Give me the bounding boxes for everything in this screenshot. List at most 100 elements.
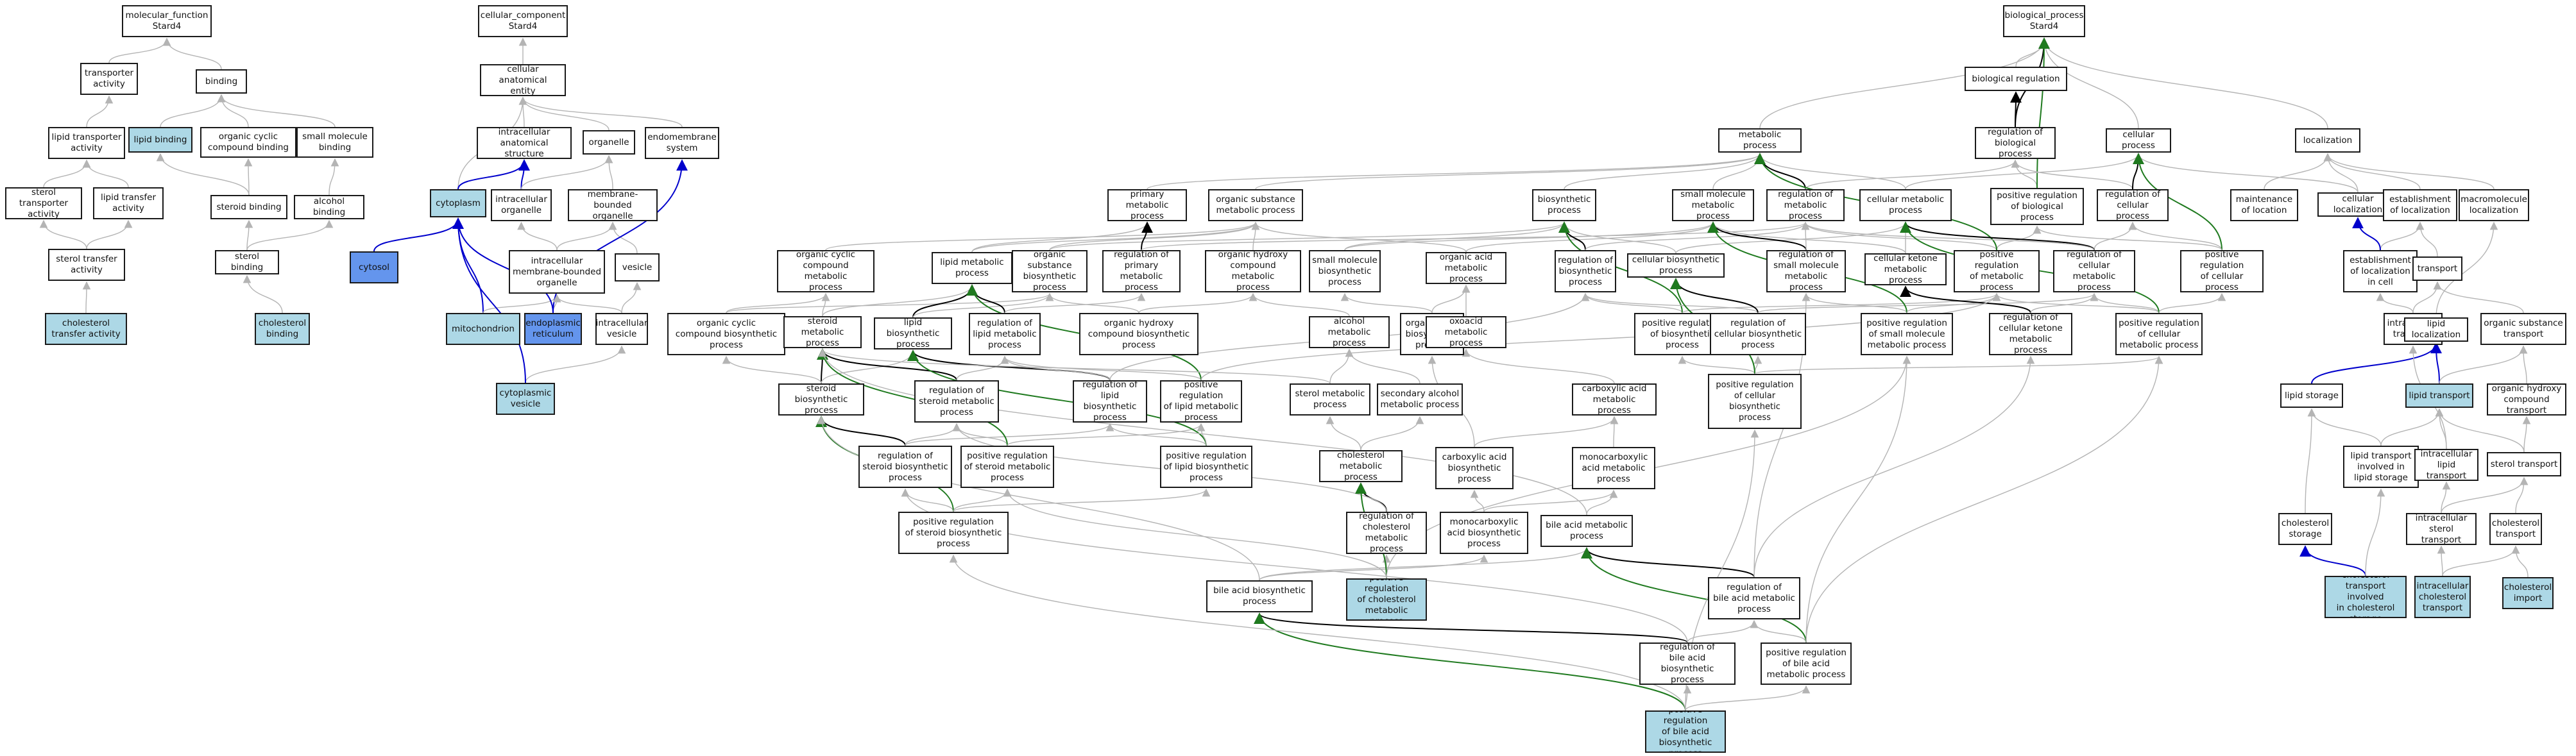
go-term-mp[interactable]: metabolic process	[1718, 128, 1802, 153]
go-term-prlbp[interactable]: positive regulation of lipid biosyntheti…	[1160, 446, 1252, 488]
go-term-sta[interactable]: sterol transporter activity	[5, 187, 82, 219]
go-term-smbp[interactable]: small molecule biosynthetic process	[1309, 250, 1381, 292]
go-term-samp[interactable]: secondary alcohol metabolic process	[1377, 383, 1463, 416]
go-term-almp[interactable]: alcohol metabolic process	[1309, 316, 1390, 348]
go-term-ab[interactable]: alcohol binding	[294, 195, 364, 219]
go-term-cv[interactable]: cytoplasmic vesicle	[496, 383, 555, 415]
go-term-osbp[interactable]: organic substance biosynthetic process	[1012, 250, 1088, 292]
go-term-lb[interactable]: lipid binding	[128, 127, 192, 153]
go-term-sterolmp[interactable]: sterol metabolic process	[1290, 383, 1370, 416]
go-term-bp[interactable]: biological_process Stard4	[2003, 5, 2085, 37]
go-term-chmp[interactable]: cholesterol metabolic process	[1319, 450, 1403, 482]
go-term-cht[interactable]: cholesterol transport	[2489, 513, 2542, 545]
go-term-org[interactable]: organelle	[583, 130, 635, 155]
go-term-babp[interactable]: bile acid biosynthetic process	[1206, 580, 1313, 612]
go-term-rlmp[interactable]: regulation of lipid metabolic process	[969, 313, 1041, 355]
go-term-mcabp[interactable]: monocarboxylic acid biosynthetic process	[1440, 512, 1528, 554]
go-term-smmp[interactable]: small molecule metabolic process	[1672, 189, 1754, 221]
go-term-er[interactable]: endoplasmic reticulum	[524, 313, 582, 345]
go-term-rcp[interactable]: regulation of cellular process	[2097, 189, 2169, 221]
go-term-rbsp[interactable]: regulation of biosynthetic process	[1555, 250, 1616, 292]
go-term-mito[interactable]: mitochondrion	[446, 313, 520, 345]
go-term-icht[interactable]: intracellular cholesterol transport	[2414, 576, 2471, 618]
go-term-rstbp[interactable]: regulation of steroid biosynthetic proce…	[858, 446, 952, 488]
go-term-rckmp[interactable]: regulation of cellular ketone metabolic …	[1989, 313, 2072, 355]
go-term-ems[interactable]: endomembrane system	[645, 127, 719, 159]
go-term-bamp[interactable]: bile acid metabolic process	[1540, 515, 1633, 547]
go-term-stmp[interactable]: steroid metabolic process	[783, 316, 862, 348]
go-term-ctfa[interactable]: cholesterol transfer activity	[45, 313, 127, 345]
go-term-stt[interactable]: sterol transport	[2487, 452, 2561, 476]
go-term-trans[interactable]: transport	[2412, 256, 2462, 281]
go-term-cyto[interactable]: cytoplasm	[430, 189, 486, 217]
go-term-mol[interactable]: maintenance of location	[2230, 189, 2298, 221]
go-term-pmp[interactable]: primary metabolic process	[1107, 189, 1187, 221]
go-term-prcbsp[interactable]: positive regulation of cellular biosynth…	[1708, 374, 1802, 429]
go-term-ckmp[interactable]: cellular ketone metabolic process	[1864, 253, 1947, 285]
go-term-oamp[interactable]: organic acid metabolic process	[1426, 252, 1506, 284]
go-term-rstmp[interactable]: regulation of steroid metabolic process	[914, 380, 999, 423]
go-term-io[interactable]: intracellular organelle	[491, 189, 552, 221]
go-term-iv[interactable]: intracellular vesicle	[595, 313, 648, 345]
go-term-breg[interactable]: biological regulation	[1965, 67, 2067, 91]
go-term-prstbp[interactable]: positive regulation of steroid biosynthe…	[898, 512, 1009, 554]
go-term-prmp[interactable]: positive regulation of metabolic process	[1954, 250, 2040, 292]
go-term-eolc[interactable]: establishment of localization in cell	[2343, 250, 2418, 292]
go-term-ta[interactable]: transporter activity	[80, 63, 138, 95]
go-term-prchmp[interactable]: positive regulation of cholesterol metab…	[1346, 578, 1427, 621]
go-term-sb[interactable]: sterol binding	[215, 250, 279, 274]
go-term-camp[interactable]: carboxylic acid metabolic process	[1572, 383, 1657, 416]
go-term-ves[interactable]: vesicle	[615, 253, 660, 281]
go-term-loc[interactable]: localization	[2295, 128, 2360, 153]
go-term-ist[interactable]: intracellular sterol transport	[2406, 513, 2477, 545]
go-term-prlmp[interactable]: positive regulation of lipid metabolic p…	[1160, 380, 1242, 423]
go-term-osmp[interactable]: organic substance metabolic process	[1208, 189, 1303, 221]
go-term-ohct[interactable]: organic hydroxy compound transport	[2487, 383, 2566, 416]
go-term-prcp[interactable]: positive regulation of cellular process	[2180, 250, 2264, 292]
go-term-ias[interactable]: intracellular anatomical structure	[477, 127, 572, 159]
go-term-chi[interactable]: cholesterol import	[2502, 577, 2554, 609]
go-term-stb[interactable]: steroid binding	[210, 195, 287, 219]
go-term-lfa[interactable]: lipid transfer activity	[93, 187, 164, 219]
go-term-rlbp[interactable]: regulation of lipid biosynthetic process	[1073, 380, 1147, 423]
go-term-ostr[interactable]: organic substance transport	[2480, 313, 2566, 345]
go-term-occb[interactable]: organic cyclic compound binding	[200, 127, 296, 158]
go-term-prbp[interactable]: positive regulation of biological proces…	[1990, 188, 2084, 225]
go-term-cae[interactable]: cellular anatomical entity	[480, 64, 566, 96]
go-term-prcmp[interactable]: positive regulation of cellular metaboli…	[2115, 313, 2203, 355]
go-term-ls[interactable]: lipid storage	[2280, 383, 2343, 408]
go-term-cabp[interactable]: carboxylic acid biosynthetic process	[1435, 447, 1514, 489]
go-term-ilt[interactable]: intracellular lipid transport	[2414, 449, 2478, 481]
go-term-ohcbp[interactable]: organic hydroxy compound biosynthetic pr…	[1079, 313, 1198, 355]
go-term-rbp[interactable]: regulation of biological process	[1975, 127, 2056, 159]
go-term-cytosol[interactable]: cytosol	[350, 251, 398, 283]
go-term-bind[interactable]: binding	[196, 69, 247, 94]
go-term-cbsp[interactable]: cellular biosynthetic process	[1627, 253, 1725, 278]
go-term-rmp[interactable]: regulation of metabolic process	[1766, 189, 1845, 221]
go-term-mbo[interactable]: membrane-bounded organelle	[568, 189, 658, 221]
go-term-prbamp[interactable]: positive regulation of bile acid metabol…	[1761, 643, 1852, 685]
go-term-rcbsp[interactable]: regulation of cellular biosynthetic proc…	[1710, 313, 1806, 355]
go-term-rpmp[interactable]: regulation of primary metabolic process	[1102, 250, 1181, 292]
go-term-rcmp[interactable]: regulation of cellular metabolic process	[2053, 250, 2135, 292]
go-term-lloc[interactable]: lipid localization	[2404, 317, 2468, 342]
go-term-rbabp[interactable]: regulation of bile acid biosynthetic pro…	[1639, 643, 1736, 685]
go-term-prstmp[interactable]: positive regulation of steroid metabolic…	[960, 446, 1054, 488]
go-term-rchmp[interactable]: regulation of cholesterol metabolic proc…	[1346, 512, 1427, 554]
go-term-bsp[interactable]: biosynthetic process	[1532, 189, 1596, 221]
go-term-lt[interactable]: lipid transport	[2405, 383, 2473, 408]
go-term-chs[interactable]: cholesterol storage	[2278, 513, 2332, 545]
go-term-cb[interactable]: cholesterol binding	[255, 313, 310, 345]
go-term-lta[interactable]: lipid transporter activity	[48, 127, 125, 159]
go-term-smb[interactable]: small molecule binding	[296, 127, 373, 158]
go-term-macloc[interactable]: macromolecule localization	[2459, 189, 2529, 221]
go-term-cc[interactable]: cellular_component Stard4	[478, 5, 568, 37]
go-term-cp[interactable]: cellular process	[2106, 128, 2171, 153]
go-term-cmp[interactable]: cellular metabolic process	[1859, 189, 1952, 221]
go-term-chtls[interactable]: cholesterol transport involved in choles…	[2324, 576, 2407, 618]
go-term-lmp[interactable]: lipid metabolic process	[932, 252, 1012, 284]
go-term-ltls[interactable]: lipid transport involved in lipid storag…	[2343, 446, 2419, 488]
go-term-prbabp[interactable]: positive regulation of bile acid biosynt…	[1645, 710, 1726, 753]
go-term-rsmmp[interactable]: regulation of small molecule metabolic p…	[1766, 250, 1846, 292]
go-term-lbp[interactable]: lipid biosynthetic process	[874, 317, 952, 349]
